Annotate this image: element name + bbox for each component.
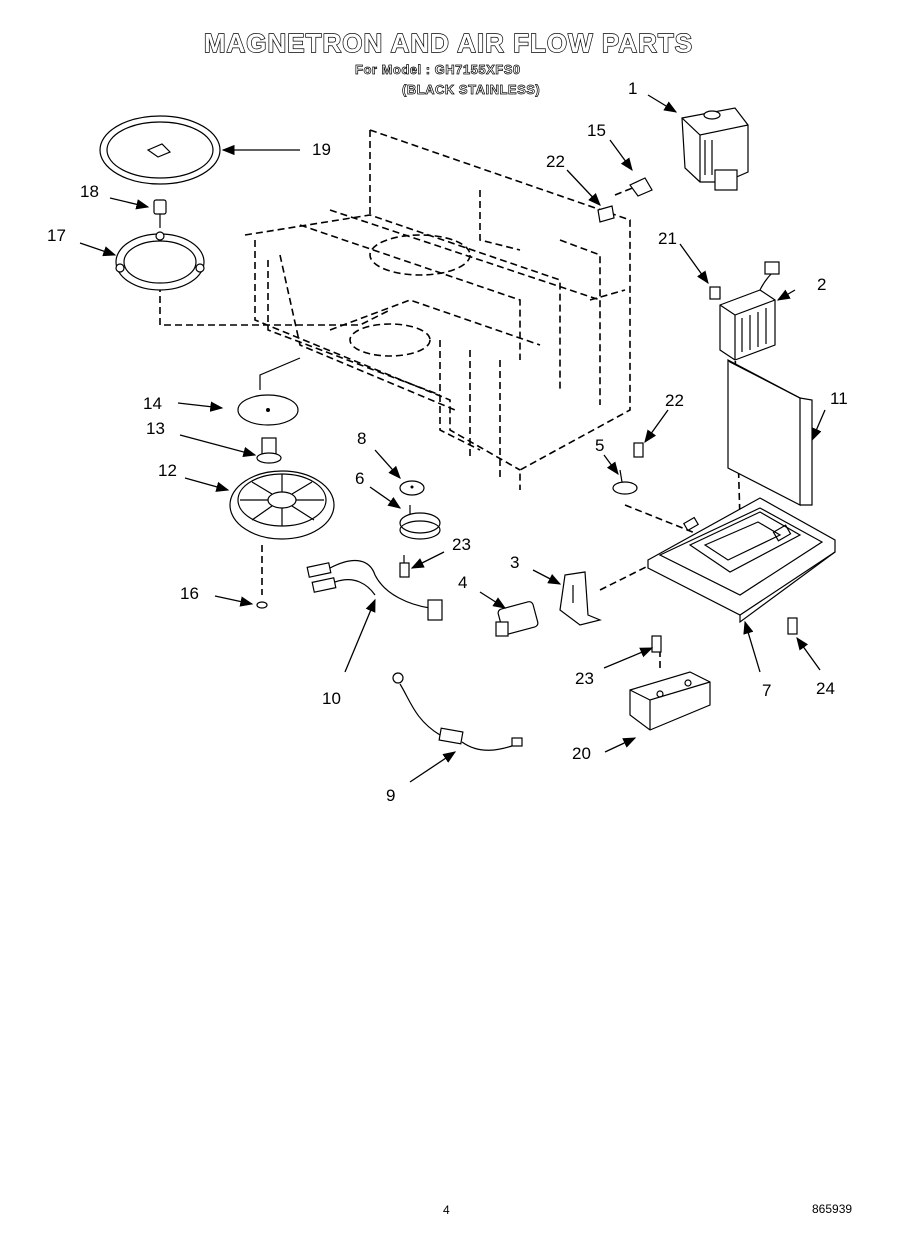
screw-23-filter [651,635,662,653]
callout-20: 20 [572,744,591,763]
thermal-cutout [629,177,653,197]
thermal-fuse [392,672,523,751]
bushing [256,437,282,464]
base-plate [647,497,836,624]
callout-5: 5 [595,436,605,455]
callout-15: 15 [587,121,606,140]
screw-16 [256,601,268,609]
callout-22-top: 22 [546,152,565,171]
callout-6: 6 [355,469,365,488]
leader-arrows [79,94,826,783]
fan-blade [229,470,335,540]
fan-motor [399,505,441,540]
air-duct [727,359,813,506]
chassis-outline [244,129,631,490]
wire-harness [306,559,443,621]
turntable-tray [99,115,221,185]
screw-23-motor [399,555,410,578]
callout-19: 19 [312,140,331,159]
callout-8: 8 [357,429,367,448]
screw-24 [787,617,798,635]
screw-21 [709,286,721,300]
callout-17: 17 [47,226,66,245]
callout-2: 2 [817,275,827,294]
capacitor [495,601,539,637]
stirrer-disc [237,394,299,426]
callout-7: 7 [762,681,772,700]
model-line: For Model : GH7155XFS0 [355,62,521,78]
variant-line: (BLACK STAINLESS) [402,82,541,98]
coupler [153,199,167,228]
callout-9: 9 [386,786,396,805]
callout-18: 18 [80,182,99,201]
page-number: 4 [443,1203,450,1217]
thermostat-5 [612,469,638,495]
assembly-lines [159,184,741,670]
transformer [719,261,780,361]
callout-3: 3 [510,553,520,572]
filter-block [629,671,711,731]
callout-11: 11 [830,389,848,408]
callout-14: 14 [143,394,162,413]
diagram-title: MAGNETRON AND AIR FLOW PARTS [203,27,694,58]
callout-16: 16 [180,584,199,603]
magnetron [681,107,749,191]
document-number: 865939 [812,1202,853,1216]
callout-24: 24 [816,679,835,698]
callout-23-motor: 23 [452,535,471,554]
screw-22-top [597,205,615,223]
bracket [559,571,602,626]
callout-10: 10 [322,689,341,708]
callout-12: 12 [158,461,177,480]
motor-cap [399,480,425,496]
callout-13: 13 [146,419,165,438]
callout-22-right: 22 [665,391,684,410]
screw-22-right [633,442,644,458]
callout-23-filter: 23 [575,669,594,688]
roller-ring [115,231,205,291]
callout-1: 1 [628,79,638,98]
callout-4: 4 [458,573,468,592]
callout-21: 21 [658,229,677,248]
